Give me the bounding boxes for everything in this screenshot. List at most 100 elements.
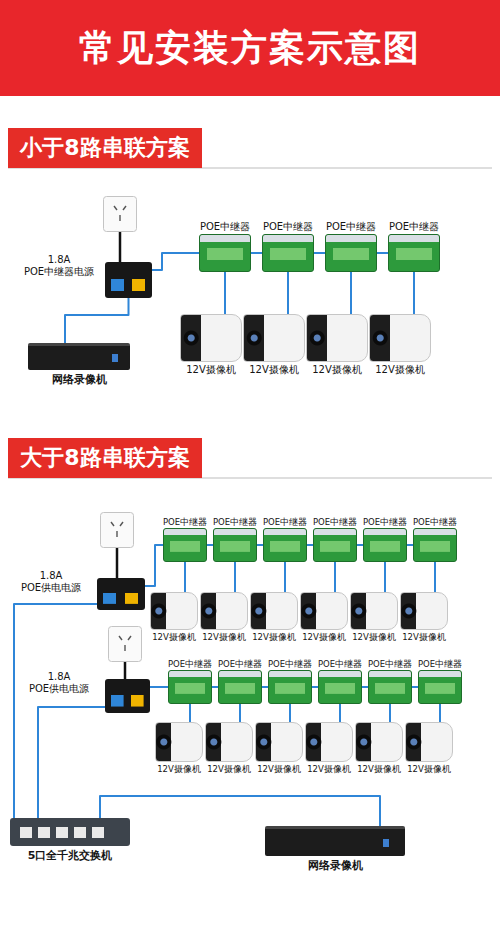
- network-cable: [314, 252, 325, 254]
- network-cable: [65, 298, 129, 343]
- poe-repeater: POE中继器: [413, 528, 457, 562]
- ip-camera: 12V摄像机: [205, 722, 253, 762]
- ip-camera: 12V摄像机: [355, 722, 403, 762]
- wall-socket: [109, 627, 142, 662]
- network-switch: 5口全千兆交换机: [10, 818, 130, 846]
- network-video-recorder: 网络录像机: [265, 826, 405, 856]
- title-band: 常见安装方案示意图: [0, 0, 500, 96]
- ip-camera: 12V摄像机: [400, 592, 448, 630]
- network-cable: [152, 253, 199, 270]
- node-label: POE中继器: [418, 659, 462, 669]
- poe-power-injector: 1.8A POE中继器电源: [105, 262, 152, 298]
- poe-repeater: POE中继器: [262, 234, 314, 272]
- node-label: 12V摄像机: [307, 764, 351, 774]
- node-label: 12V摄像机: [375, 364, 425, 376]
- poe-repeater: POE中继器: [368, 670, 412, 704]
- poe-repeater: POE中继器: [199, 234, 251, 272]
- power-cord: [124, 662, 127, 679]
- node-label: 12V摄像机: [352, 632, 396, 642]
- poe-repeater: POE中继器: [388, 234, 440, 272]
- node-label: POE中继器: [313, 517, 357, 527]
- section-heading: 大于8路串联方案: [8, 438, 202, 478]
- poe-repeater: POE中继器: [268, 670, 312, 704]
- node-label: POE中继器: [218, 659, 262, 669]
- poe-repeater: POE中继器: [318, 670, 362, 704]
- poe-repeater: POE中继器: [325, 234, 377, 272]
- network-cable: [184, 562, 186, 592]
- poe-power-injector: 1.8A POE供电电源: [105, 679, 150, 713]
- network-cable: [384, 562, 386, 592]
- node-label: POE中继器: [326, 221, 376, 233]
- node-label: 12V摄像机: [186, 364, 236, 376]
- power-cord: [119, 232, 122, 262]
- section-heading-text: 大于8路串联方案: [20, 445, 189, 471]
- node-label: 1.8A POE中继器电源: [17, 254, 101, 278]
- node-label: 12V摄像机: [357, 764, 401, 774]
- network-cable: [145, 545, 163, 586]
- poe-repeater: POE中继器: [418, 670, 462, 704]
- node-label: POE中继器: [263, 517, 307, 527]
- node-label: 12V摄像机: [157, 764, 201, 774]
- node-label: 12V摄像机: [302, 632, 346, 642]
- node-label: 12V摄像机: [152, 632, 196, 642]
- node-label: 网络录像机: [308, 859, 363, 872]
- node-label: POE中继器: [318, 659, 362, 669]
- poe-repeater: POE中继器: [313, 528, 357, 562]
- network-cable: [100, 796, 380, 826]
- network-cable: [38, 707, 105, 818]
- wall-socket: [101, 513, 134, 548]
- network-cable: [439, 704, 441, 722]
- network-cable: [350, 272, 352, 314]
- wall-socket: [104, 197, 137, 232]
- section-heading-text: 小于8路串联方案: [20, 135, 189, 161]
- network-cable: [251, 252, 262, 254]
- ip-camera: 12V摄像机: [155, 722, 203, 762]
- node-label: POE中继器: [413, 517, 457, 527]
- poe-repeater: POE中继器: [168, 670, 212, 704]
- node-label: POE中继器: [213, 517, 257, 527]
- network-cable: [413, 272, 415, 314]
- network-cable: [150, 686, 168, 688]
- node-label: POE中继器: [389, 221, 439, 233]
- node-label: 12V摄像机: [249, 364, 299, 376]
- node-label: POE中继器: [263, 221, 313, 233]
- network-cable: [284, 562, 286, 592]
- network-cable: [339, 704, 341, 722]
- node-label: 网络录像机: [52, 373, 107, 386]
- node-label: POE中继器: [363, 517, 407, 527]
- node-label: POE中继器: [268, 659, 312, 669]
- network-cable: [239, 704, 241, 722]
- ip-camera: 12V摄像机: [369, 314, 431, 362]
- ip-camera: 12V摄像机: [200, 592, 248, 630]
- poe-repeater: POE中继器: [163, 528, 207, 562]
- ip-camera: 12V摄像机: [350, 592, 398, 630]
- ip-camera: 12V摄像机: [180, 314, 242, 362]
- diagram-title: 常见安装方案示意图: [79, 24, 421, 73]
- node-label: 1.8A POE供电电源: [17, 671, 101, 695]
- section-heading: 小于8路串联方案: [8, 128, 202, 168]
- node-label: 12V摄像机: [257, 764, 301, 774]
- node-label: POE中继器: [200, 221, 250, 233]
- poe-repeater: POE中继器: [213, 528, 257, 562]
- power-cord: [116, 548, 119, 578]
- node-label: 12V摄像机: [207, 764, 251, 774]
- ip-camera: 12V摄像机: [250, 592, 298, 630]
- poe-repeater: POE中继器: [363, 528, 407, 562]
- node-label: 12V摄像机: [252, 632, 296, 642]
- network-cable: [234, 562, 236, 592]
- node-label: POE中继器: [368, 659, 412, 669]
- node-label: 5口全千兆交换机: [28, 849, 113, 862]
- network-cable: [289, 704, 291, 722]
- node-label: 12V摄像机: [312, 364, 362, 376]
- network-cable: [434, 562, 436, 592]
- node-label: 12V摄像机: [202, 632, 246, 642]
- ip-camera: 12V摄像机: [255, 722, 303, 762]
- ip-camera: 12V摄像机: [405, 722, 453, 762]
- node-label: 12V摄像机: [407, 764, 451, 774]
- node-label: POE中继器: [163, 517, 207, 527]
- network-cable: [334, 562, 336, 592]
- network-cable: [377, 252, 388, 254]
- node-label: POE中继器: [168, 659, 212, 669]
- network-cable: [224, 272, 226, 314]
